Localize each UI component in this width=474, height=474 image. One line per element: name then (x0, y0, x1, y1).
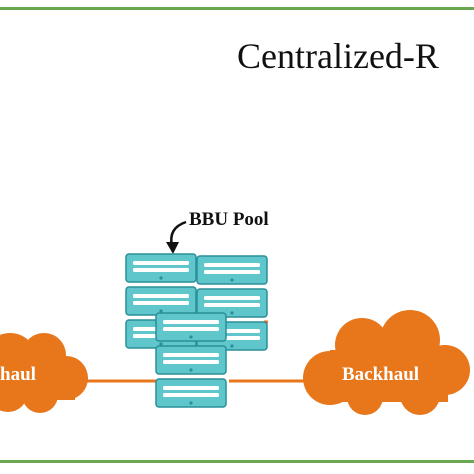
server-slot (163, 327, 219, 331)
server-slot (133, 268, 189, 272)
frame-bottom-border (0, 460, 474, 463)
server-slot (204, 270, 260, 274)
cloud-right-label: Backhaul (342, 364, 420, 385)
frame-top-border (0, 7, 474, 10)
bbu-pool-label: BBU Pool (189, 209, 269, 230)
server-slot (204, 263, 260, 267)
server-led (159, 276, 163, 280)
server-led (230, 278, 234, 282)
server-rack-front-icon (155, 312, 227, 408)
server-led (159, 309, 163, 313)
server-led (230, 311, 234, 315)
server-slot (204, 296, 260, 300)
server-led (189, 335, 193, 339)
server-slot (163, 393, 219, 397)
server-slot (133, 294, 189, 298)
server-led (159, 342, 163, 346)
server-slot (163, 353, 219, 357)
server-slot (163, 360, 219, 364)
arrow-icon (166, 220, 187, 254)
cloud-right-icon (303, 310, 470, 415)
server-slot (133, 301, 189, 305)
server-led (189, 401, 193, 405)
server-slot (133, 261, 189, 265)
server-slot (163, 320, 219, 324)
server-slot (204, 303, 260, 307)
server-led (189, 368, 193, 372)
cloud-left-label: haul (0, 364, 36, 385)
diagram-title: Centralized-R (237, 36, 439, 76)
server-led (230, 344, 234, 348)
server-slot (163, 386, 219, 390)
cloud-left-icon (0, 333, 88, 413)
